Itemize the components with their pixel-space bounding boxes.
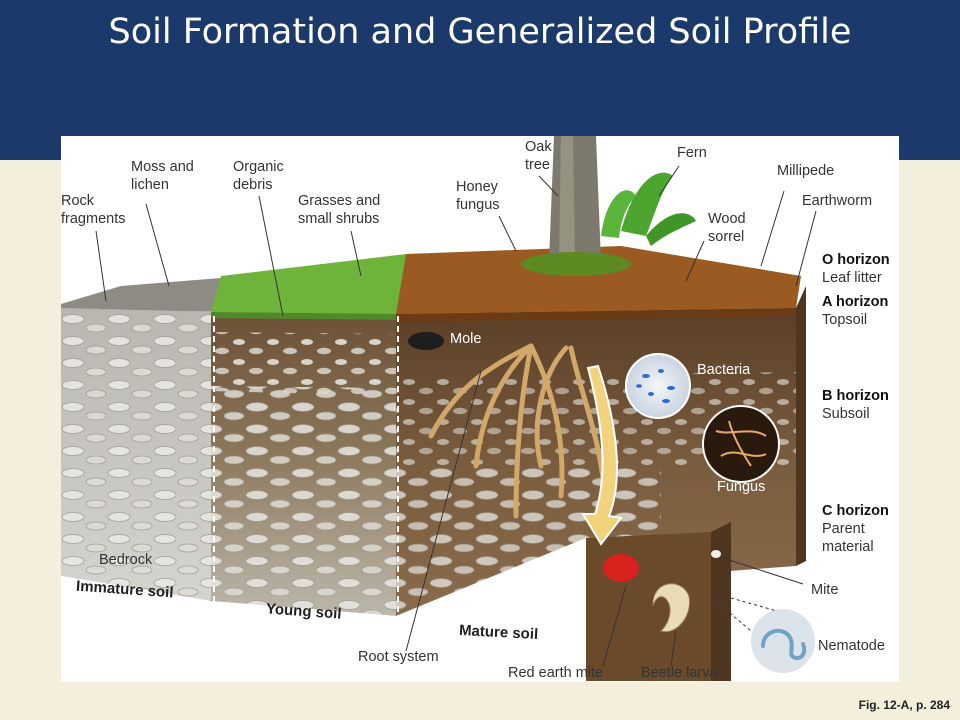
profile-arrow (581, 364, 623, 546)
mole-art (408, 332, 444, 350)
soil-illustration (61, 136, 817, 681)
fungus-circle (702, 405, 780, 483)
label-grasses-shrubs: Grasses and small shrubs (298, 193, 381, 227)
figure-caption: Fig. 12-A, p. 284 (858, 698, 950, 712)
label-earthworm: Earthworm (802, 193, 873, 209)
label-fungus: Fungus (717, 479, 766, 495)
label-honey-fungus: Honey fungus (456, 179, 500, 213)
soil-profile-diagram: Rock fragments Moss and lichen Organic d… (61, 136, 899, 682)
label-organic-debris: Organic debris (233, 159, 284, 193)
label-wood-sorrel: Wood sorrel (708, 211, 746, 245)
slide-title: Soil Formation and Generalized Soil Prof… (108, 12, 852, 52)
label-moss-lichen: Moss and lichen (131, 159, 194, 193)
label-nematode: Nematode (818, 638, 885, 654)
mite-art (711, 550, 721, 558)
label-bedrock: Bedrock (99, 552, 153, 568)
label-fern: Fern (677, 145, 707, 161)
label-mite: Mite (811, 582, 839, 598)
label-beetle-larva: Beetle larva (641, 665, 718, 681)
leader-lines (95, 165, 817, 667)
label-oak-tree: Oak tree (525, 139, 552, 173)
label-bacteria: Bacteria (697, 362, 751, 378)
label-mole: Mole (450, 331, 482, 347)
label-root-system: Root system (358, 649, 439, 665)
label-millipede: Millipede (777, 163, 835, 179)
label-rock-fragments: Rock fragments (61, 193, 126, 227)
title-bar (0, 0, 960, 160)
red-earth-mite-art (603, 554, 639, 582)
label-red-earth-mite: Red earth mite (508, 665, 604, 681)
nematode-circle (749, 607, 817, 675)
beetle-larva-art (652, 583, 691, 633)
bacteria-circle (625, 353, 691, 419)
